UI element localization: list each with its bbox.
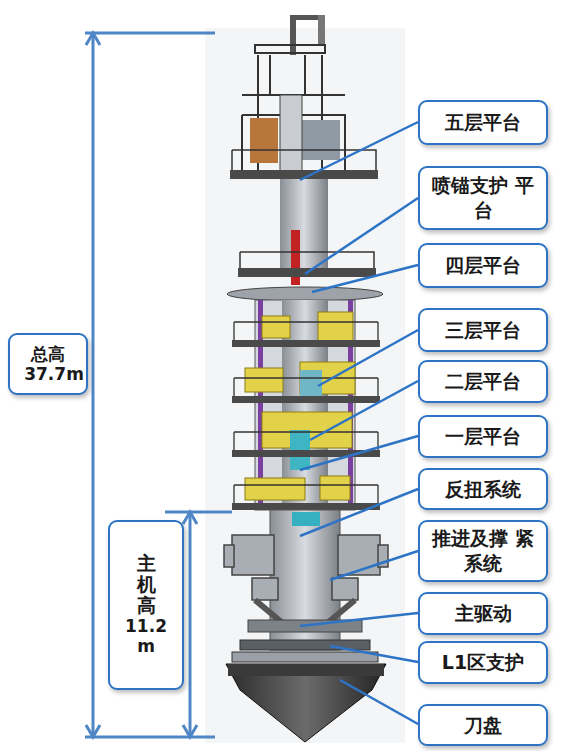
callout-box: L1区支护: [418, 641, 548, 684]
callout-box: 五层平台: [418, 100, 548, 145]
callout-label: 喷锚支护 平台: [426, 173, 540, 222]
callout-label: 二层平台: [445, 369, 521, 394]
callout-label: 刀盘: [464, 713, 502, 738]
callout-label: 主驱动: [455, 601, 512, 626]
callout-label: L1区支护: [442, 650, 524, 675]
callout-box: 三层平台: [418, 308, 548, 352]
callout-box: 四层平台: [418, 243, 548, 288]
callout-box: 喷锚支护 平台: [418, 166, 548, 230]
callout-label: 反扭系统: [445, 477, 521, 502]
callout-box: 主驱动: [418, 592, 548, 635]
dimension-label: 主机高: [137, 553, 156, 616]
callout-label: 四层平台: [445, 253, 521, 278]
dimension-label: 11.2 m: [122, 616, 170, 657]
callout-label: 五层平台: [445, 110, 521, 135]
callout-box: 二层平台: [418, 360, 548, 403]
callout-label: 推进及撑 紧系统: [426, 526, 540, 575]
callout-box: 反扭系统: [418, 468, 548, 510]
dimension-box: 主机高11.2 m: [108, 520, 184, 690]
dimension-box: 总高 37.7m: [8, 333, 88, 395]
dimension-label: 总高 37.7m: [24, 344, 72, 385]
callout-label: 三层平台: [445, 318, 521, 343]
callout-box: 一层平台: [418, 415, 548, 458]
callout-label: 一层平台: [445, 424, 521, 449]
callout-box: 刀盘: [418, 704, 548, 746]
callout-box: 推进及撑 紧系统: [418, 520, 548, 582]
